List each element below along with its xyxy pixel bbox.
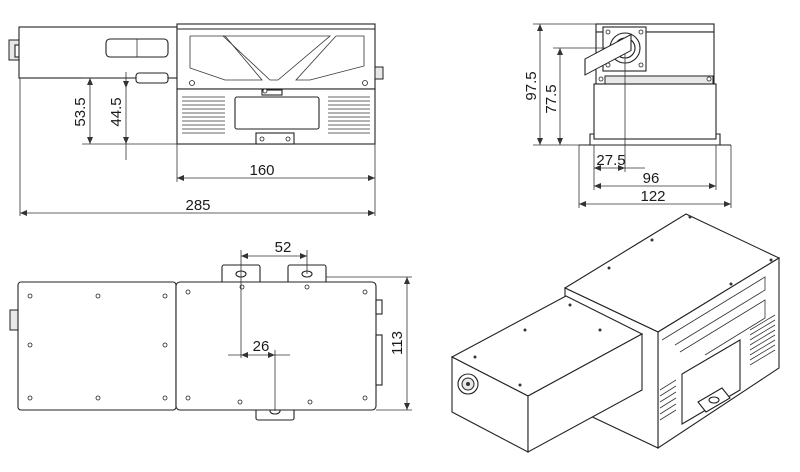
dim-label-total-width: 122 xyxy=(640,188,665,205)
dim-label-total-height: 97.5 xyxy=(523,71,540,100)
dim-label-mount-offset: 26 xyxy=(253,338,270,355)
dim-label-beam-offset: 27.5 xyxy=(596,152,625,169)
top-housing xyxy=(175,281,377,411)
top-laser-head xyxy=(17,281,177,411)
side-housing-upper xyxy=(176,23,376,90)
dim-label-housing-length: 160 xyxy=(249,162,274,179)
dim-label-height-a: 53.5 xyxy=(72,97,89,126)
dim-label-beam-height: 77.5 xyxy=(543,84,560,113)
dim-label-inner-width: 96 xyxy=(643,170,660,187)
iso-vents xyxy=(659,314,776,421)
side-view: 53.5 44.5 160 285 xyxy=(8,23,384,216)
front-housing xyxy=(593,83,717,140)
isometric-view xyxy=(450,33,781,453)
side-vents-left xyxy=(182,96,225,134)
iso-housing-window xyxy=(681,339,741,425)
dim-label-width: 113 xyxy=(389,331,406,355)
side-vents-right xyxy=(328,96,370,134)
dim-label-total-length: 285 xyxy=(185,197,210,214)
top-view: 52 26 113 xyxy=(9,239,412,421)
dim-label-mount-spacing: 52 xyxy=(275,239,292,256)
side-port-window xyxy=(234,96,320,130)
dim-label-height-b: 44.5 xyxy=(108,97,125,126)
